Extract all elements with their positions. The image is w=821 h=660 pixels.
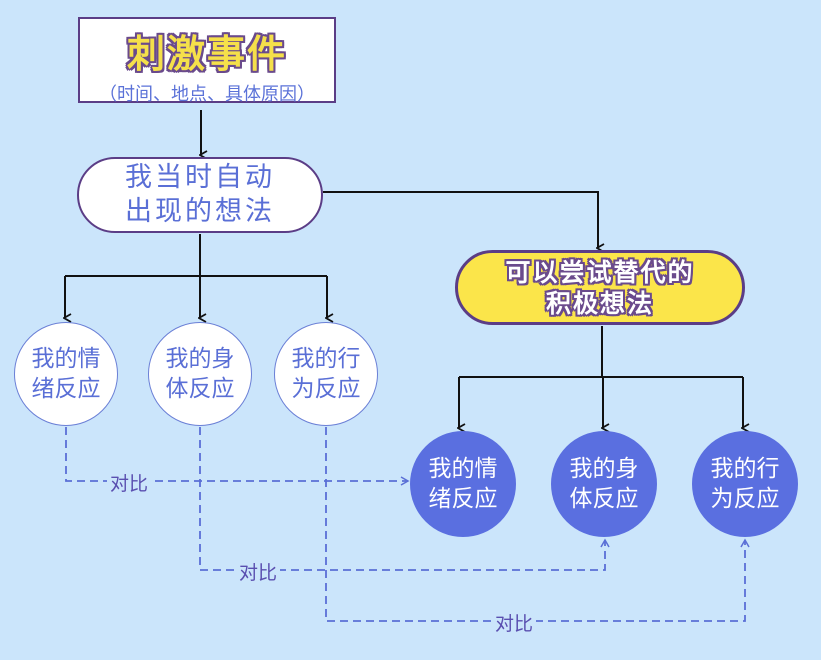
orig-emotion-reaction-node: 我的情 绪反应 bbox=[14, 322, 118, 426]
node-line1: 我的情 bbox=[428, 456, 498, 482]
node-line1: 我的情 bbox=[31, 346, 101, 372]
compare-label-behavior: 对比 bbox=[492, 609, 537, 636]
node-line1: 我的身 bbox=[165, 346, 235, 372]
orig-behavior-reaction-node: 我的行 为反应 bbox=[274, 322, 378, 426]
stimulus-subtitle: （时间、地点、具体原因） bbox=[99, 84, 315, 105]
node-line2: 体反应 bbox=[165, 376, 235, 402]
new-body-reaction-node: 我的身 体反应 bbox=[551, 431, 657, 537]
node-line1: 我的身 bbox=[569, 456, 639, 482]
node-line2: 为反应 bbox=[710, 486, 780, 512]
automatic-thought-line1: 我当时自动 bbox=[125, 162, 275, 193]
new-emotion-reaction-node: 我的情 绪反应 bbox=[410, 431, 516, 537]
new-behavior-reaction-node: 我的行 为反应 bbox=[692, 431, 798, 537]
compare-label-body: 对比 bbox=[236, 558, 281, 585]
automatic-thought-line2: 出现的想法 bbox=[125, 196, 275, 227]
node-line1: 我的行 bbox=[710, 456, 780, 482]
alternative-thought-line1: 可以尝试替代的 bbox=[505, 257, 695, 287]
compare-body-line bbox=[199, 427, 610, 571]
compare-label-emotion: 对比 bbox=[107, 469, 152, 496]
node-line2: 绪反应 bbox=[31, 376, 101, 402]
automatic-thought-node: 我当时自动 出现的想法 bbox=[77, 157, 323, 233]
node-line1: 我的行 bbox=[291, 346, 361, 372]
arrow-thought-to-alternative bbox=[323, 191, 598, 248]
compare-behavior-line bbox=[325, 427, 750, 622]
node-line2: 体反应 bbox=[569, 486, 639, 512]
alternative-thought-node: 可以尝试替代的 积极想法 bbox=[455, 250, 745, 325]
alternative-thought-line2: 积极想法 bbox=[545, 288, 654, 318]
stimulus-event-box: 刺激事件 （时间、地点、具体原因） bbox=[78, 17, 336, 105]
compare-emotion-line bbox=[65, 427, 410, 486]
node-line2: 为反应 bbox=[291, 376, 361, 402]
orig-body-reaction-node: 我的身 体反应 bbox=[148, 322, 252, 426]
node-line2: 绪反应 bbox=[428, 486, 498, 512]
stimulus-title: 刺激事件 bbox=[126, 32, 287, 76]
